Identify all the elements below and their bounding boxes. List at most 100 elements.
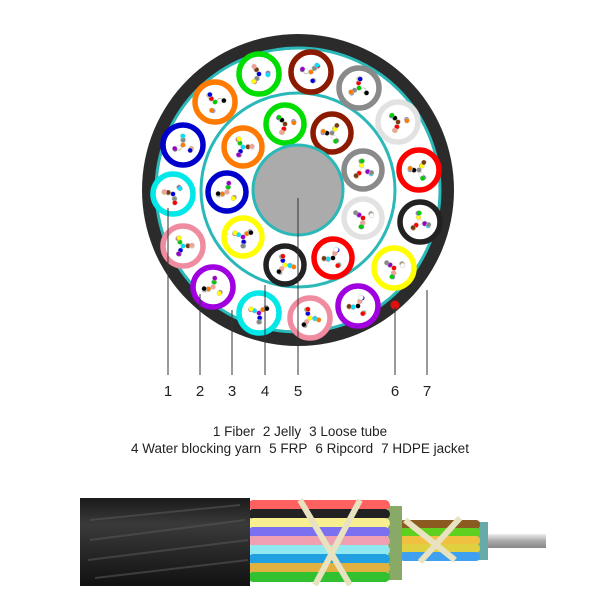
fiber	[353, 173, 359, 179]
fiber	[308, 69, 314, 75]
fiber	[280, 253, 286, 259]
callout-number: 5	[294, 383, 302, 400]
fiber	[369, 212, 375, 219]
fiber	[235, 152, 242, 158]
side-loose-tube	[248, 500, 390, 510]
inner-loose-tube	[263, 243, 307, 287]
fiber	[426, 222, 432, 228]
fiber	[221, 98, 227, 104]
fiber	[395, 119, 401, 125]
fiber	[316, 317, 322, 323]
inner-loose-tube	[205, 170, 249, 214]
legend-item: 7 HDPE jacket	[381, 441, 469, 456]
fiber	[180, 133, 186, 139]
callout-number: 1	[164, 383, 172, 400]
legend-item: 4 Water blocking yarn	[131, 441, 262, 456]
fiber	[332, 138, 339, 144]
cable-side-view	[80, 498, 546, 587]
fiber	[187, 147, 193, 154]
fiber	[363, 90, 370, 96]
fiber	[175, 251, 182, 257]
side-loose-tube	[248, 563, 390, 573]
fiber	[310, 78, 316, 84]
legend-item: 3 Loose tube	[309, 424, 388, 439]
fiber	[346, 303, 352, 309]
outer-loose-tube	[236, 290, 282, 336]
fiber	[265, 72, 271, 78]
outer-loose-tube	[397, 199, 443, 245]
fiber	[236, 136, 242, 142]
fiber	[249, 143, 255, 149]
fiber	[358, 294, 364, 301]
legend-item: 5 FRP	[269, 441, 308, 456]
fiber	[256, 71, 262, 77]
fiber	[240, 234, 246, 240]
fiber	[240, 144, 246, 150]
side-loose-tube	[248, 554, 390, 564]
fiber	[307, 315, 313, 321]
fiber	[226, 180, 232, 186]
fiber	[355, 303, 361, 309]
fiber	[356, 85, 362, 91]
inner-loose-tube	[311, 236, 355, 280]
outer-loose-tube	[336, 65, 382, 111]
fiber	[389, 274, 395, 280]
fiber	[400, 262, 406, 269]
fiber	[321, 255, 327, 261]
fiber	[404, 118, 410, 124]
cable-cross-section	[142, 34, 454, 346]
fiber	[264, 306, 270, 312]
fiber	[172, 200, 178, 206]
outer-loose-tube	[236, 51, 282, 97]
binder-tape	[297, 498, 463, 587]
fiber	[410, 225, 416, 231]
fiber	[359, 158, 365, 164]
callout-number: 7	[423, 383, 431, 400]
side-loose-tube	[248, 518, 390, 528]
fiber	[389, 112, 395, 118]
side-loose-tube	[248, 545, 390, 555]
outer-loose-tube	[160, 122, 206, 168]
inner-fibers	[478, 522, 488, 560]
frp-rod	[480, 534, 546, 548]
fiber	[353, 210, 359, 216]
legend-item: 2 Jelly	[262, 424, 302, 439]
fiber	[314, 62, 320, 68]
fiber	[416, 210, 422, 216]
fiber	[212, 99, 218, 105]
fiber	[177, 185, 183, 192]
fiber	[333, 246, 339, 253]
outer-loose-tube	[190, 264, 236, 310]
side-inner-tube	[400, 552, 480, 561]
outer-loose-tube	[375, 99, 421, 145]
fiber	[180, 142, 186, 148]
fiber	[421, 159, 427, 166]
outer-loose-tube	[192, 79, 238, 125]
fiber	[215, 191, 221, 197]
fiber	[276, 114, 282, 120]
fiber	[360, 311, 366, 317]
inner-loose-tube	[341, 148, 385, 192]
fiber	[407, 165, 413, 171]
fiber	[248, 306, 254, 312]
outer-loose-tube	[288, 49, 334, 95]
side-loose-tube	[248, 509, 390, 519]
inner-loose-tube	[341, 196, 385, 240]
fiber	[279, 129, 285, 135]
fiber	[210, 284, 216, 290]
fiber	[282, 121, 288, 127]
fiber	[230, 195, 236, 202]
outer-loose-tube	[150, 171, 196, 217]
fiber	[161, 189, 167, 195]
fiber	[357, 76, 363, 82]
fiber	[251, 63, 257, 70]
inner-loose-tube	[310, 111, 354, 155]
fiber	[334, 122, 340, 129]
fiber	[291, 120, 297, 126]
fiber	[212, 275, 218, 281]
outer-loose-tube	[396, 147, 442, 193]
callout-number: 4	[261, 383, 269, 400]
fiber	[360, 215, 366, 221]
